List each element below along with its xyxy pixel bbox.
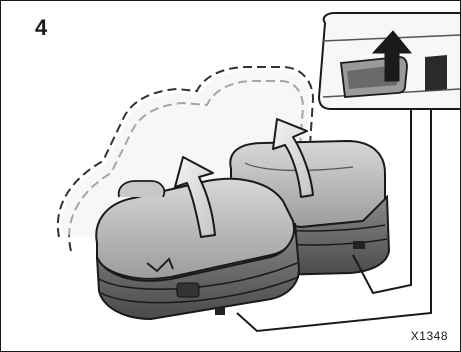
lever-detail-inset — [319, 13, 461, 109]
figure-code: X1348 — [411, 329, 448, 343]
